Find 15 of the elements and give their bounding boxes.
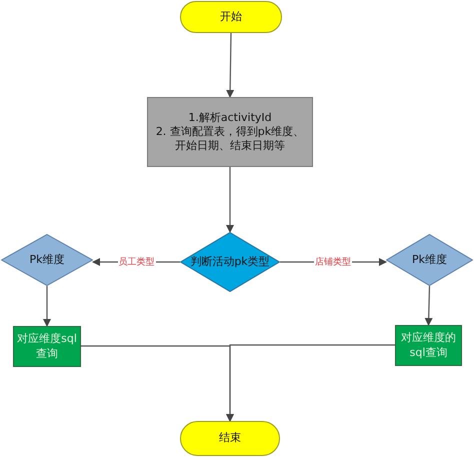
decision-diamond: 判断活动pk类型 xyxy=(180,232,280,292)
edge-label: 店铺类型 xyxy=(314,256,352,268)
arrow xyxy=(43,286,51,327)
edge-label: 员工类型 xyxy=(118,256,156,268)
decision-diamond: Pk维度 xyxy=(386,234,473,286)
arrow xyxy=(424,286,433,326)
process-box: 对应维度的sql查询 xyxy=(395,325,462,366)
terminal-pill: 结束 xyxy=(180,421,280,456)
terminal-pill: 开始 xyxy=(180,1,282,33)
process-box: 对应维度sql查询 xyxy=(13,326,81,367)
arrow xyxy=(226,167,234,233)
arrow xyxy=(226,32,234,98)
process-box: 1.解析activityId 2. 查询配置表，得到pk维度、开始日期、结束日期等 xyxy=(147,97,313,167)
arrow xyxy=(226,344,395,422)
decision-diamond: Pk维度 xyxy=(1,234,93,286)
